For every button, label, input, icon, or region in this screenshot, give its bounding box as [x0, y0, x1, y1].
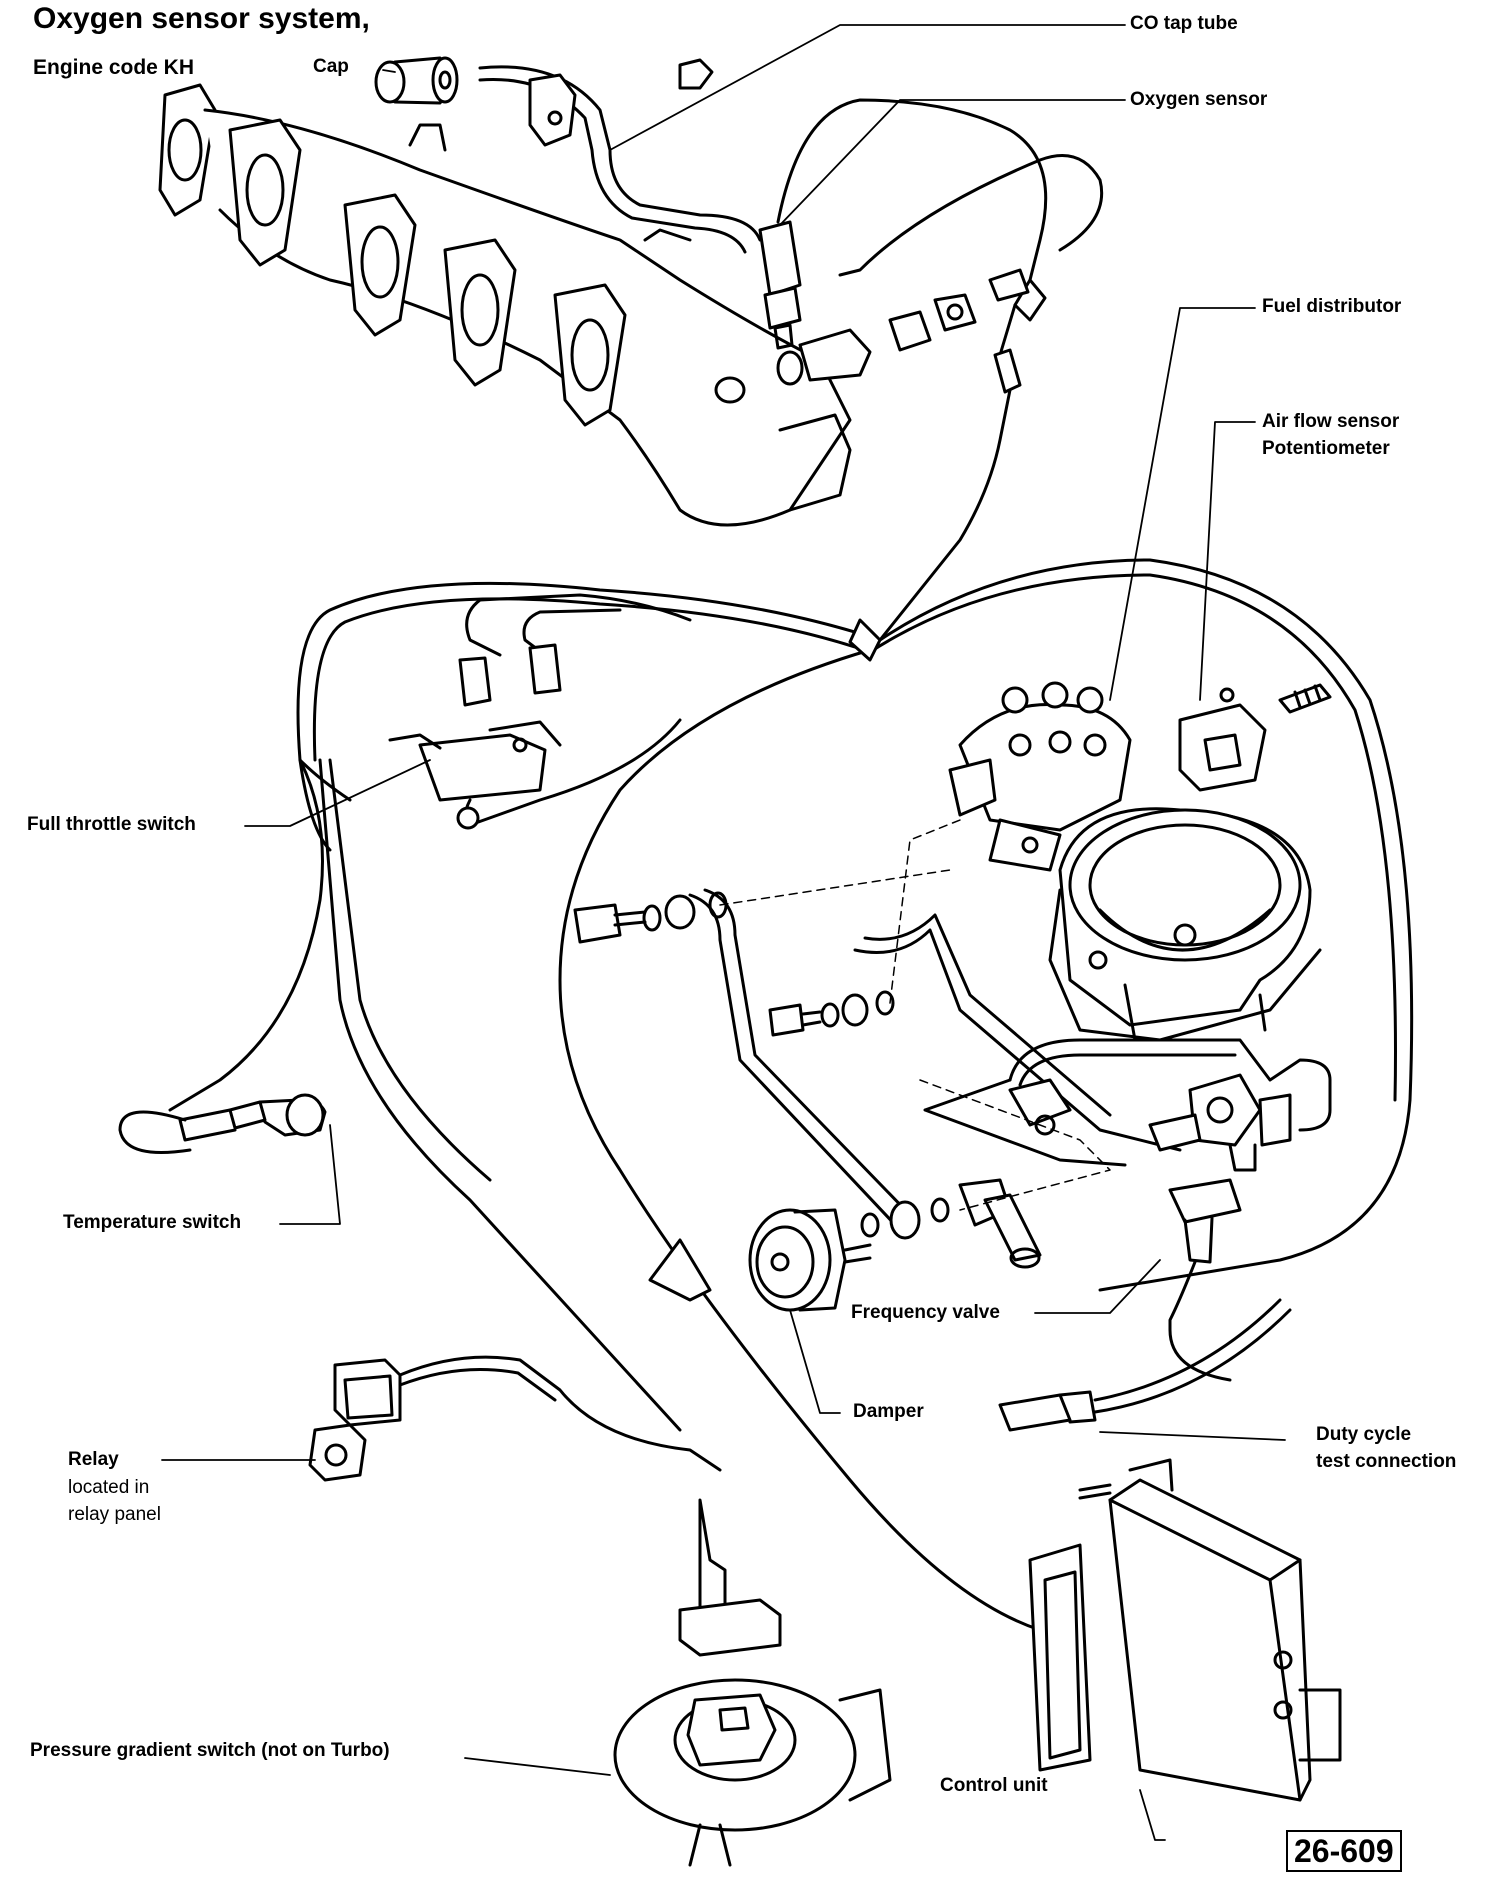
label-frequency-valve: Frequency valve	[851, 1302, 1000, 1323]
duty-cycle-connector-part	[998, 1298, 1292, 1432]
label-cap: Cap	[313, 56, 349, 77]
label-oxygen-sensor: Oxygen sensor	[1130, 89, 1268, 110]
air-flow-funnel	[1048, 807, 1322, 1042]
diagram-subtitle: Engine code KH	[33, 56, 195, 79]
label-pressure-gradient-switch: Pressure gradient switch (not on Turbo)	[30, 1740, 390, 1761]
temperature-switch-part	[118, 758, 327, 1154]
label-potentiometer: Potentiometer	[1262, 438, 1390, 459]
label-air-flow-sensor: Air flow sensor	[1262, 411, 1400, 432]
label-damper: Damper	[853, 1401, 924, 1422]
fuel-line-fittings	[573, 891, 1127, 1269]
damper-part	[748, 1208, 872, 1312]
sensor-fittings	[776, 154, 1104, 386]
label-relay-location-1: located in	[68, 1477, 150, 1498]
label-relay: Relay	[68, 1449, 119, 1470]
full-throttle-switch-part	[388, 593, 692, 830]
label-fuel-distributor: Fuel distributor	[1262, 296, 1402, 317]
diagram-title: Oxygen sensor system,	[33, 2, 370, 35]
label-test-connection: test connection	[1316, 1451, 1457, 1472]
control-unit-part	[1028, 1458, 1342, 1802]
frequency-valve-part	[1148, 1073, 1292, 1172]
frequency-valve-connector	[1168, 1178, 1242, 1382]
label-duty-cycle: Duty cycle	[1316, 1424, 1412, 1445]
label-full-throttle-switch: Full throttle switch	[27, 814, 196, 835]
label-co-tap-tube: CO tap tube	[1130, 13, 1238, 34]
exhaust-manifold	[158, 83, 852, 527]
fuel-distributor-part	[948, 681, 1132, 872]
relay-part	[308, 1355, 722, 1482]
co-tap-tube	[478, 58, 762, 254]
label-relay-location-2: relay panel	[68, 1504, 161, 1525]
wiring-harness	[296, 558, 1414, 1632]
cap-part	[374, 56, 459, 105]
pressure-gradient-switch-part	[613, 1238, 892, 1867]
oxygen-sensor-part	[758, 98, 1048, 642]
label-control-unit: Control unit	[940, 1775, 1048, 1796]
leader-lines	[161, 24, 1286, 1841]
dashed-guides	[719, 819, 1111, 1211]
figure-number: 26-609	[1286, 1830, 1402, 1872]
air-flow-sensor-part	[1178, 683, 1332, 792]
label-temperature-switch: Temperature switch	[63, 1212, 242, 1233]
